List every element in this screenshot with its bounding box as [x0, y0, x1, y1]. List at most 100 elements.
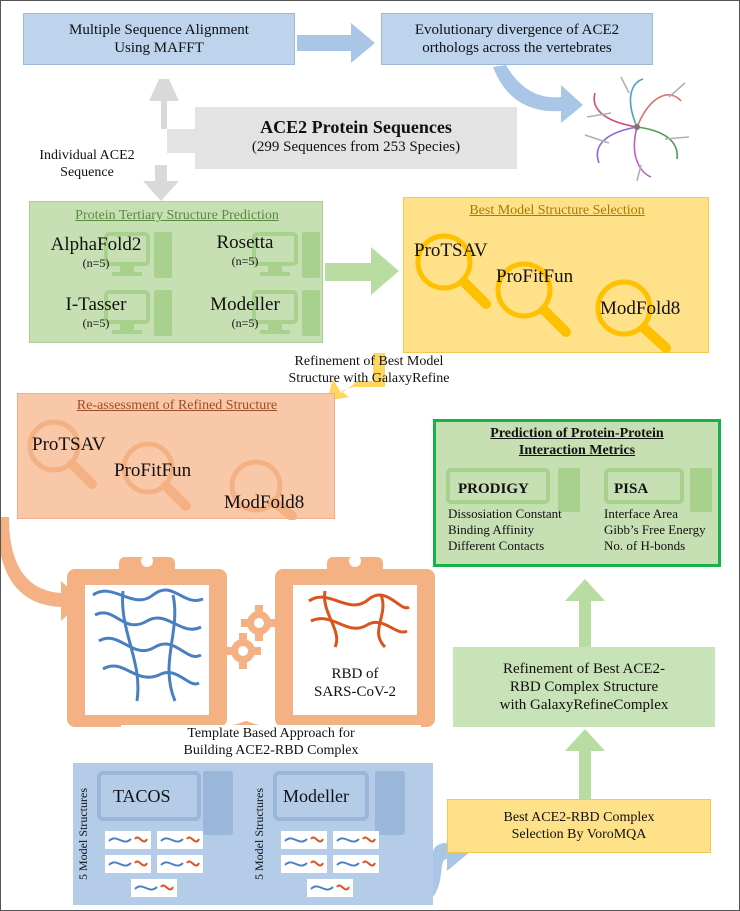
reassess-tool-modfold8: ModFold8	[224, 492, 305, 513]
pisa-metric: Interface Area	[604, 506, 678, 521]
magnifier-icon	[121, 441, 175, 495]
template-label: Template Based Approach for Building ACE…	[121, 725, 421, 759]
individual-line1: Individual ACE2	[39, 148, 135, 163]
best-tool-profitfun: ProFitFun	[496, 266, 574, 287]
model-thumbnails-tacos	[105, 831, 203, 897]
computer-icon	[273, 771, 369, 821]
best-model-box: Best Model Structure Selection ProTSAV P…	[403, 197, 709, 353]
arrow-voromqa-to-refine	[565, 729, 605, 799]
evo-box: Evolutionary divergence of ACE2 ortholog…	[381, 13, 653, 65]
reassess-tool-protsav: ProTSAV	[32, 434, 106, 455]
magnifier-icons	[415, 233, 671, 353]
ppi-title: Prediction of Protein-Protein Interactio…	[436, 425, 718, 459]
magnifier-icon	[495, 261, 553, 319]
clipboard-icon	[275, 555, 435, 727]
computer-icon	[252, 290, 320, 336]
computer-icon	[446, 468, 550, 504]
template-line1: Template Based Approach for	[187, 726, 355, 741]
prodigy-metric: Dissosiation Constant	[448, 506, 562, 521]
complex-modelling-panel: 5 Model Structures 5 Model Structures	[73, 763, 433, 905]
computer-icons	[446, 468, 712, 512]
tool-name: I-Tasser	[65, 294, 127, 315]
tool-count: (n=5)	[82, 256, 110, 270]
best-model-title: Best Model Structure Selection	[469, 203, 645, 218]
rbd-label: RBD of SARS-CoV-2	[293, 665, 417, 701]
arrow-reassess-to-template	[1, 517, 83, 621]
tool-count: (n=5)	[231, 254, 259, 268]
gear-icon	[225, 633, 261, 669]
refine-complex-line3: with GalaxyRefineComplex	[499, 697, 669, 713]
tool-count: (n=5)	[231, 316, 259, 330]
computer-icon	[97, 771, 201, 821]
msa-line1: Multiple Sequence Alignment	[69, 22, 249, 38]
ace2-sequences-box: ACE2 Protein Sequences (299 Sequences fr…	[195, 107, 517, 169]
clipboards	[67, 555, 435, 727]
magnifier-icon	[595, 279, 653, 337]
refine-complex-box: Refinement of Best ACE2- RBD Complex Str…	[453, 647, 715, 727]
evo-line2: orthologs across the vertebrates	[422, 40, 612, 56]
rbd-line1: RBD of	[331, 666, 379, 682]
ppi-title-line2: Interaction Metrics	[518, 443, 636, 458]
arrow-refine-to-ppi	[565, 579, 605, 647]
arrow-ace2-branch	[167, 129, 196, 153]
magnifier-icons	[27, 419, 297, 520]
individual-sequence-label: Individual ACE2 Sequence	[27, 147, 147, 181]
arrow-ace2-to-msa	[149, 79, 179, 129]
refine-complex-line1: Refinement of Best ACE2-	[502, 661, 666, 677]
prodigy-metric: Binding Affinity	[448, 522, 535, 537]
computer-icon	[604, 468, 684, 504]
best-tool-modfold8: ModFold8	[600, 298, 681, 319]
ace2-title: ACE2 Protein Sequences	[260, 117, 452, 137]
clipboard-icon	[67, 555, 227, 727]
refinement-line1: Refinement of Best Model	[294, 354, 444, 369]
refinement-label: Refinement of Best Model Structure with …	[249, 353, 489, 387]
protein-structure-icon	[308, 590, 410, 649]
pisa-label: PISA	[614, 481, 649, 497]
best-tool-protsav: ProTSAV	[414, 240, 488, 261]
pisa-metrics: Interface Area Gibb’s Free Energy No. of…	[604, 506, 706, 554]
computer-icon	[252, 232, 320, 278]
tool-rosetta: Rosetta (n=5)	[190, 232, 300, 268]
arrow-msa-to-evo	[297, 23, 375, 63]
magnifier-icon	[27, 419, 81, 473]
tool-name: AlphaFold2	[50, 234, 142, 255]
individual-line2: Sequence	[60, 165, 114, 180]
tertiary-title: Protein Tertiary Structure Prediction	[75, 208, 279, 223]
computer-icon	[104, 232, 172, 278]
msa-box: Multiple Sequence Alignment Using MAFFT	[23, 13, 295, 65]
modeller-label: Modeller	[283, 786, 349, 806]
arrow-ace2-to-tertiary	[143, 165, 179, 201]
phylogenetic-tree-icon	[584, 76, 690, 181]
magnifier-icon	[415, 233, 473, 291]
reassessment-box: Re-assessment of Refined Structure ProTS…	[17, 393, 335, 520]
computer-icon	[104, 290, 172, 336]
arrow-tertiary-to-best	[325, 247, 399, 295]
reassess-tool-profitfun: ProFitFun	[114, 460, 192, 481]
reassess-title: Re-assessment of Refined Structure	[76, 398, 278, 413]
msa-line2: Using MAFFT	[114, 40, 204, 56]
ace2-subtitle: (299 Sequences from 253 Species)	[251, 139, 461, 155]
prodigy-label: PRODIGY	[458, 481, 529, 497]
tertiary-prediction-box: Protein Tertiary Structure Prediction	[29, 201, 323, 343]
tool-name: Rosetta	[216, 232, 274, 253]
voromqa-line2: Selection By VoroMQA	[511, 827, 647, 842]
tool-itasser: I-Tasser (n=5)	[36, 294, 156, 330]
template-line2: Building ACE2-RBD Complex	[183, 743, 359, 758]
protein-structure-icon	[92, 588, 204, 702]
voromqa-box: Best ACE2-RBD Complex Selection By VoroM…	[447, 799, 711, 853]
tacos-label: TACOS	[113, 786, 171, 806]
refinement-line2: Structure with GalaxyRefine	[288, 371, 450, 386]
prodigy-metric: Different Contacts	[448, 538, 545, 553]
tool-count: (n=5)	[82, 316, 110, 330]
pisa-metric: Gibb’s Free Energy	[604, 522, 706, 537]
pisa-metric: No. of H-bonds	[604, 538, 686, 553]
prodigy-metrics: Dissosiation Constant Binding Affinity D…	[448, 506, 562, 554]
tool-name: Modeller	[210, 294, 280, 315]
ppi-metrics-box: Prediction of Protein-Protein Interactio…	[433, 419, 721, 567]
model-thumbnails-modeller	[281, 831, 379, 897]
tool-modeller: Modeller (n=5)	[190, 294, 300, 330]
refine-complex-line2: RBD Complex Structure	[509, 679, 659, 695]
bottom-icons	[97, 771, 405, 897]
